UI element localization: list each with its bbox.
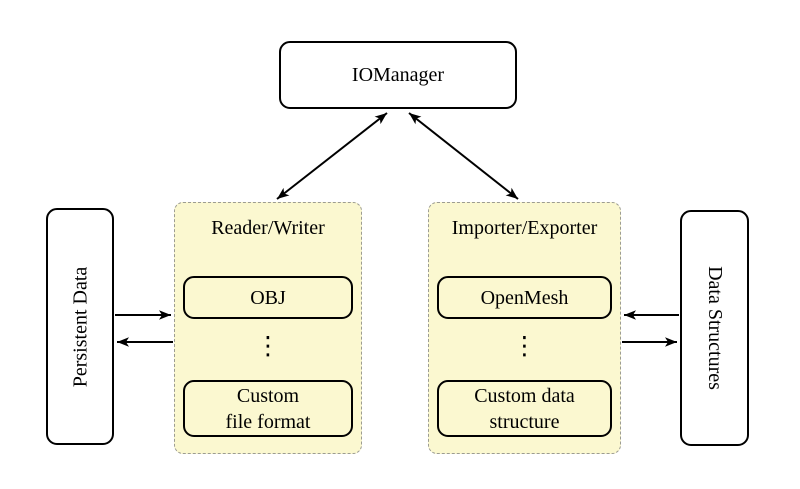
- data-structures-label: Data Structures: [703, 266, 726, 390]
- persistent-data-label: Persistent Data: [69, 266, 91, 387]
- persistent-data-box: Persistent Data: [46, 208, 114, 445]
- reader-writer-group: Reader/Writer OBJ ⋮ Custom file format: [174, 202, 362, 454]
- vertical-ellipsis-icon: ⋮: [512, 331, 537, 360]
- arrow-iomanager-readerwriter: [276, 112, 388, 200]
- custom-data-structure-label: Custom data structure: [474, 384, 575, 433]
- custom-file-format-box: Custom file format: [183, 380, 353, 437]
- iomanager-box: IOManager: [279, 41, 517, 109]
- iomanager-label: IOManager: [351, 64, 445, 86]
- importer-exporter-label: Importer/Exporter: [451, 217, 598, 239]
- custom-data-structure-box: Custom data structure: [437, 380, 612, 437]
- arrow-iomanager-importerexporter: [408, 112, 519, 200]
- openmesh-label: OpenMesh: [480, 286, 569, 309]
- importer-exporter-group: Importer/Exporter OpenMesh ⋮ Custom data…: [428, 202, 621, 454]
- vertical-ellipsis-icon: ⋮: [255, 331, 281, 360]
- reader-writer-label: Reader/Writer: [211, 217, 325, 239]
- obj-label: OBJ: [250, 286, 286, 309]
- obj-box: OBJ: [183, 276, 353, 319]
- data-structures-box: Data Structures: [680, 210, 749, 446]
- custom-file-format-label: Custom file format: [225, 384, 311, 433]
- openmesh-box: OpenMesh: [437, 276, 612, 319]
